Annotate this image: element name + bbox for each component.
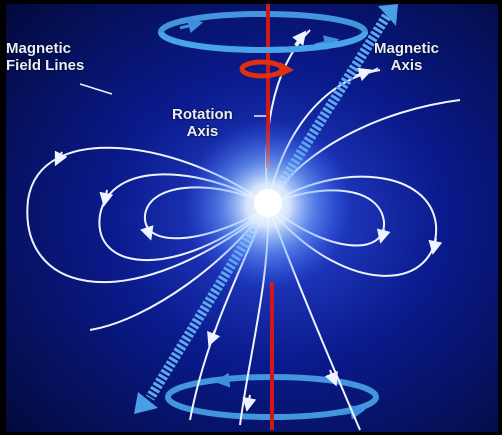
arrowhead-icon (140, 225, 154, 241)
magnetic-field-lines-label-line2: Field Lines (6, 57, 85, 74)
arrowhead-icon (242, 394, 257, 412)
magnetic-field-lines-label-line1: Magnetic (6, 40, 72, 57)
rotation-axis-label: Rotation Axis (172, 106, 233, 140)
magnetic-axis-arrowhead-top (378, 4, 398, 26)
arrowhead-icon (99, 189, 114, 207)
magnetic-axis-label-line1: Magnetic (374, 40, 440, 57)
field-arrows (54, 30, 443, 412)
top-ring-arrow-left (179, 18, 204, 34)
magnetic-axis-arrowhead-bottom (134, 392, 158, 414)
rotation-axis-label-line1: Rotation (172, 106, 233, 123)
magnetic-axis-leader (361, 67, 379, 77)
arrowhead-icon (376, 228, 391, 244)
magnetic-axis-label-line2: Axis (390, 57, 423, 74)
arrowhead-icon (428, 237, 443, 255)
arrowhead-icon (292, 30, 307, 46)
curved-arrow-icon (239, 59, 294, 79)
arrowhead-icon (207, 329, 221, 347)
magnetic-axis-label: Magnetic Axis (374, 40, 439, 74)
bottom-ring-arrow-left (214, 372, 241, 388)
arrowhead-icon (354, 67, 373, 81)
arrowhead-icon (324, 369, 338, 387)
label-leaders (79, 67, 379, 117)
neutron-star-core (254, 189, 282, 217)
field-line-outer-left (26, 146, 269, 284)
field-lines-leader (79, 83, 113, 95)
magnetic-field-lines-label: Magnetic Field Lines (6, 40, 84, 74)
bottom-ring-arrow-right (339, 404, 366, 420)
top-beam-ring-front (158, 31, 368, 53)
rotation-axis-label-line2: Axis (186, 123, 219, 140)
arrowhead-icon (54, 150, 68, 167)
